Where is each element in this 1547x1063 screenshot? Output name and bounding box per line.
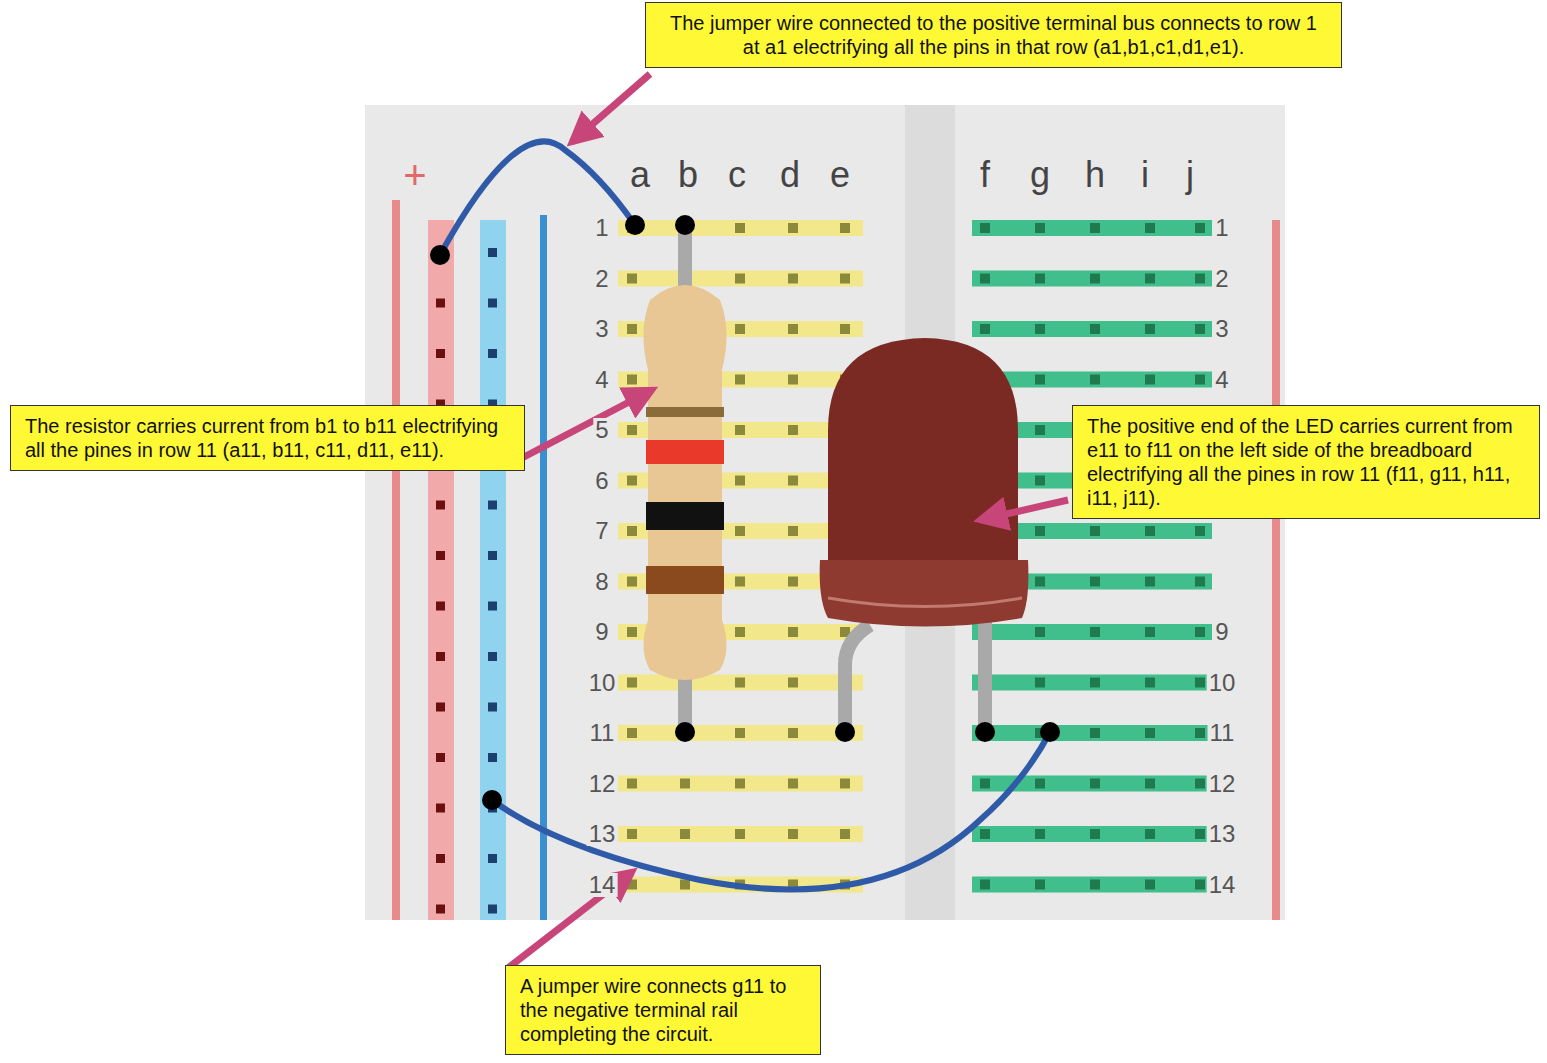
row-number: 2 <box>1213 267 1230 291</box>
callout-box: The jumper wire connected to the positiv… <box>645 2 1342 68</box>
callout-text: The positive end of the LED carries curr… <box>1087 414 1525 510</box>
callout-text: A jumper wire connects g11 to the negati… <box>520 974 806 1046</box>
row-number: 10 <box>587 671 618 695</box>
callout-text: The jumper wire connected to the positiv… <box>660 11 1327 59</box>
column-letter: i <box>1139 157 1151 193</box>
leader-arrows <box>508 74 1068 968</box>
row-number: 9 <box>1213 620 1230 644</box>
column-letter: d <box>778 157 802 193</box>
column-letter: c <box>726 157 748 193</box>
row-number: 14 <box>587 873 618 897</box>
callout-box: A jumper wire connects g11 to the negati… <box>505 965 821 1055</box>
positive-rail-strip <box>428 220 454 920</box>
column-letter: b <box>676 157 700 193</box>
column-letter: g <box>1028 157 1052 193</box>
row-number: 10 <box>1207 671 1238 695</box>
led-symbol <box>820 338 1029 732</box>
column-letter: a <box>628 157 652 193</box>
column-letter: h <box>1083 157 1107 193</box>
row-number: 2 <box>593 267 610 291</box>
row-number: 11 <box>588 721 617 745</box>
row-number: 5 <box>593 418 610 442</box>
row-number: 3 <box>593 317 610 341</box>
row-number: 14 <box>1207 873 1238 897</box>
column-letter: j <box>1184 157 1196 193</box>
row-number: 12 <box>1207 772 1238 796</box>
right-rail-line <box>1272 220 1280 920</box>
positive-rail-line <box>392 200 400 920</box>
breadboard-holes <box>436 220 1212 914</box>
row-number: 1 <box>1213 216 1230 240</box>
callout-box: The positive end of the LED carries curr… <box>1072 405 1540 519</box>
row-number: 9 <box>593 620 610 644</box>
row-number: 1 <box>593 216 610 240</box>
negative-rail-line <box>540 215 547 920</box>
jumper-wire-negative <box>492 732 1050 889</box>
row-number: 13 <box>1207 822 1238 846</box>
polarity-mark: + <box>401 155 428 195</box>
row-number: 6 <box>593 469 610 493</box>
callout-text: The resistor carries current from b1 to … <box>25 414 510 462</box>
row-number: 3 <box>1213 317 1230 341</box>
row-number: 8 <box>593 570 610 594</box>
row-number: 13 <box>587 822 618 846</box>
connection-dots <box>430 215 1060 810</box>
row-number: 4 <box>1213 368 1230 392</box>
row-number: 4 <box>593 368 610 392</box>
callout-box: The resistor carries current from b1 to … <box>10 405 525 471</box>
column-letter: e <box>828 157 852 193</box>
row-number: 7 <box>593 519 610 543</box>
resistor-symbol <box>643 225 726 732</box>
row-number: 11 <box>1208 721 1237 745</box>
row-number: 12 <box>587 772 618 796</box>
negative-rail-strip <box>480 220 506 920</box>
jumper-wire-positive <box>440 141 635 255</box>
column-letter: f <box>978 157 992 193</box>
